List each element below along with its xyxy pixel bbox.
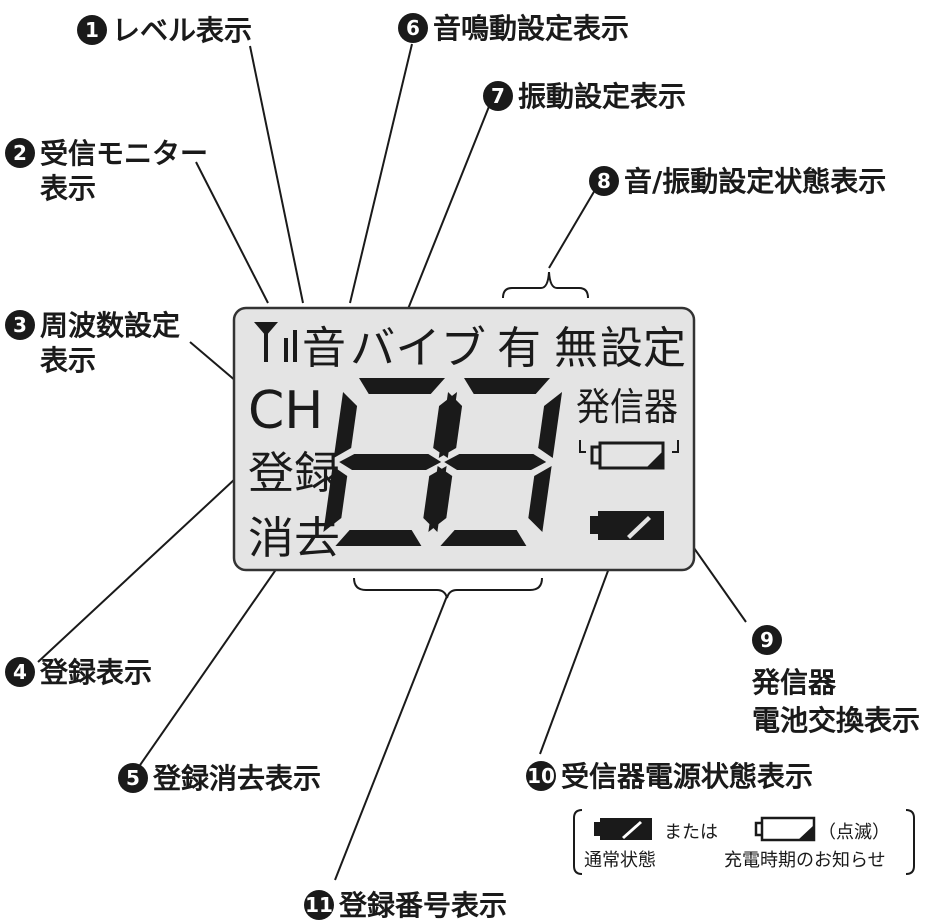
lcd-on-label: 有 [497,323,541,374]
lcd-transmitter-label: 発信器 [576,385,678,429]
callout-2-label-line2: 表示 [40,172,96,205]
level-bar-2 [293,330,297,362]
callout-10-number: 10 [527,764,555,788]
callout-5-label: 登録消去表示 [152,762,321,795]
leader-6 [349,43,413,304]
callout-3-label-line1: 周波数設定 [40,309,180,342]
callout-3: 3 周波数設定 表示 [5,309,180,377]
callout-9-label-line2: 電池交換表示 [752,704,920,737]
callout-10: 10 受信器電源状態表示 [526,760,813,793]
callout-3-label-line2: 表示 [40,344,96,377]
brace-digits [353,577,543,599]
lcd-panel: 音 バイブ 有 無 設定 CH 登録 消去 [232,306,696,572]
callout-7: 7 振動設定表示 [483,80,686,113]
callout-6: 6 音鳴動設定表示 [398,12,629,45]
callout-2-number: 2 [13,141,27,165]
full-battery-icon [594,818,652,840]
segment-digit-2 [428,378,563,546]
lcd-ch-label: CH [248,381,323,441]
battery-note-or: または [664,822,718,843]
callout-11-label: 登録番号表示 [338,889,507,922]
callout-2: 2 受信モニター 表示 [5,137,208,205]
callout-8: 8 音/振動設定状態表示 [589,165,886,198]
callout-4: 4 登録表示 [5,656,152,689]
callout-8-label: 音/振動設定状態表示 [624,165,886,198]
antenna-icon [254,322,278,362]
callout-10-label: 受信器電源状態表示 [561,760,813,793]
battery-note-charge: 充電時期のお知らせ [724,850,886,871]
callout-7-number: 7 [491,84,505,108]
transmitter-battery-icon [579,440,679,470]
segment-digit-1 [323,378,458,546]
callout-1: 1 レベル表示 [77,14,252,47]
leader-7 [405,103,491,315]
callout-1-label: レベル表示 [112,14,252,47]
lcd-erase-label: 消去 [248,513,340,564]
callout-5: 5 登録消去表示 [118,762,321,795]
lcd-off-label: 無 [554,323,598,374]
battery-note-normal: 通常状態 [584,850,656,871]
lcd-sound-label: 音 [302,323,346,374]
brace-settings [502,271,589,299]
empty-battery-icon [754,816,816,842]
leader-1 [249,45,304,304]
callout-3-number: 3 [13,313,27,337]
callout-11-number: 11 [305,893,333,917]
lcd-register-label: 登録 [248,448,340,499]
callout-2-label-line1: 受信モニター [40,137,208,170]
leader-2 [195,161,269,304]
lcd-setting-label: 設定 [600,323,686,374]
callout-6-label: 音鳴動設定表示 [433,12,629,45]
leader-4 [37,464,251,663]
callout-9-label-line1: 発信器 [751,666,837,699]
callout-9: 9 発信器 電池交換表示 [751,625,920,737]
callout-6-number: 6 [406,16,420,40]
callout-9-number: 9 [760,628,774,652]
lcd-frame [232,306,696,572]
segment-digits [323,378,563,546]
callout-5-number: 5 [126,766,140,790]
callout-4-label: 登録表示 [39,656,152,689]
callout-8-number: 8 [597,169,611,193]
callout-4-number: 4 [13,660,27,684]
battery-icon [590,511,664,540]
leader-5 [137,544,294,769]
battery-note-blink: （点滅） [818,822,890,843]
leader-11 [334,595,448,881]
callout-7-label: 振動設定表示 [518,80,686,113]
callout-1-number: 1 [85,18,99,42]
callout-11: 11 登録番号表示 [304,889,507,922]
lcd-vibe-label: バイブ [350,323,486,374]
battery-note: または （点滅） 通常状態 充電時期のお知らせ [573,809,915,875]
leader-8 [548,189,596,269]
level-bar-1 [284,338,288,362]
